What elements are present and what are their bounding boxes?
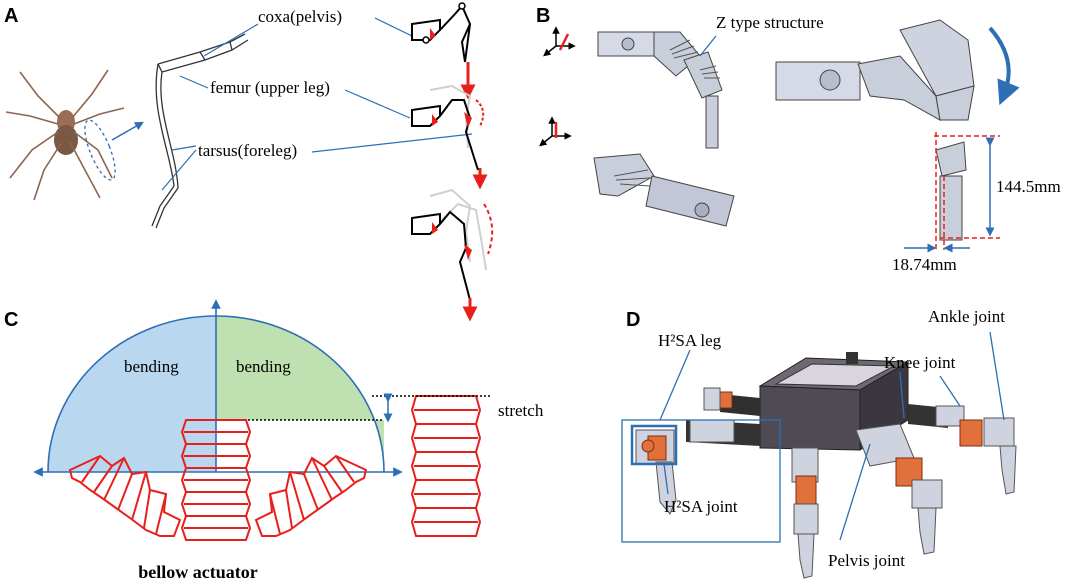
panel-d: D (621, 307, 1017, 579)
z-type-callout (699, 35, 717, 57)
panel-letter-d: D (626, 309, 640, 331)
bellow-left-bent (68, 454, 182, 537)
mechanism-state-3 (411, 188, 494, 322)
label-h2sa-leg: H²SA leg (658, 331, 722, 350)
panel-letter-c: C (4, 309, 18, 331)
panel-letter-b: B (536, 5, 550, 27)
panel-letter-a: A (4, 5, 18, 27)
axis-glyph-1 (543, 26, 576, 57)
panel-a: A (4, 2, 494, 322)
folded-leg (593, 153, 735, 227)
label-coxa: coxa(pelvis) (258, 7, 342, 26)
spider-illustration (5, 69, 144, 201)
label-femur: femur (upper leg) (210, 78, 330, 97)
bellow-stretched (410, 395, 482, 537)
robot-body (758, 352, 910, 451)
label-bending-left: bending (124, 357, 179, 376)
label-stretch: stretch (498, 401, 544, 420)
mechanism-state-2 (411, 84, 488, 190)
robot-legs (635, 387, 1017, 579)
caption-bellow-actuator: bellow actuator (138, 562, 257, 582)
panel-a-callouts (161, 17, 473, 191)
z-type-leg-large (775, 19, 975, 241)
label-bending-right: bending (236, 357, 291, 376)
bending-region-right (216, 316, 384, 472)
bellow-right-bent (254, 454, 368, 537)
label-ankle-joint: Ankle joint (928, 307, 1005, 326)
panel-b: B Z type str (536, 5, 1061, 274)
bellow-center (180, 419, 252, 541)
z-type-leg-small (597, 31, 723, 149)
spider-leg-drawing (151, 33, 249, 229)
label-height-dimension: 144.5mm (996, 177, 1061, 196)
label-h2sa-joint: H²SA joint (664, 497, 738, 516)
panel-c: C bending bending (4, 299, 544, 582)
axis-glyph-2 (539, 116, 572, 147)
rotation-arrow (988, 26, 1020, 106)
mechanism-state-1 (411, 2, 476, 100)
label-tarsus: tarsus(foreleg) (198, 141, 297, 160)
h2sa-leg-box (621, 419, 781, 543)
h2sa-joint-box (630, 424, 678, 466)
panel-d-callouts (621, 331, 1005, 543)
label-z-type: Z type structure (716, 13, 824, 32)
label-knee-joint: Knee joint (884, 353, 956, 372)
label-pelvis-joint: Pelvis joint (828, 551, 905, 570)
label-width-dimension: 18.74mm (892, 255, 957, 274)
dimension-lines (904, 132, 1000, 253)
bending-region-left (48, 316, 216, 472)
